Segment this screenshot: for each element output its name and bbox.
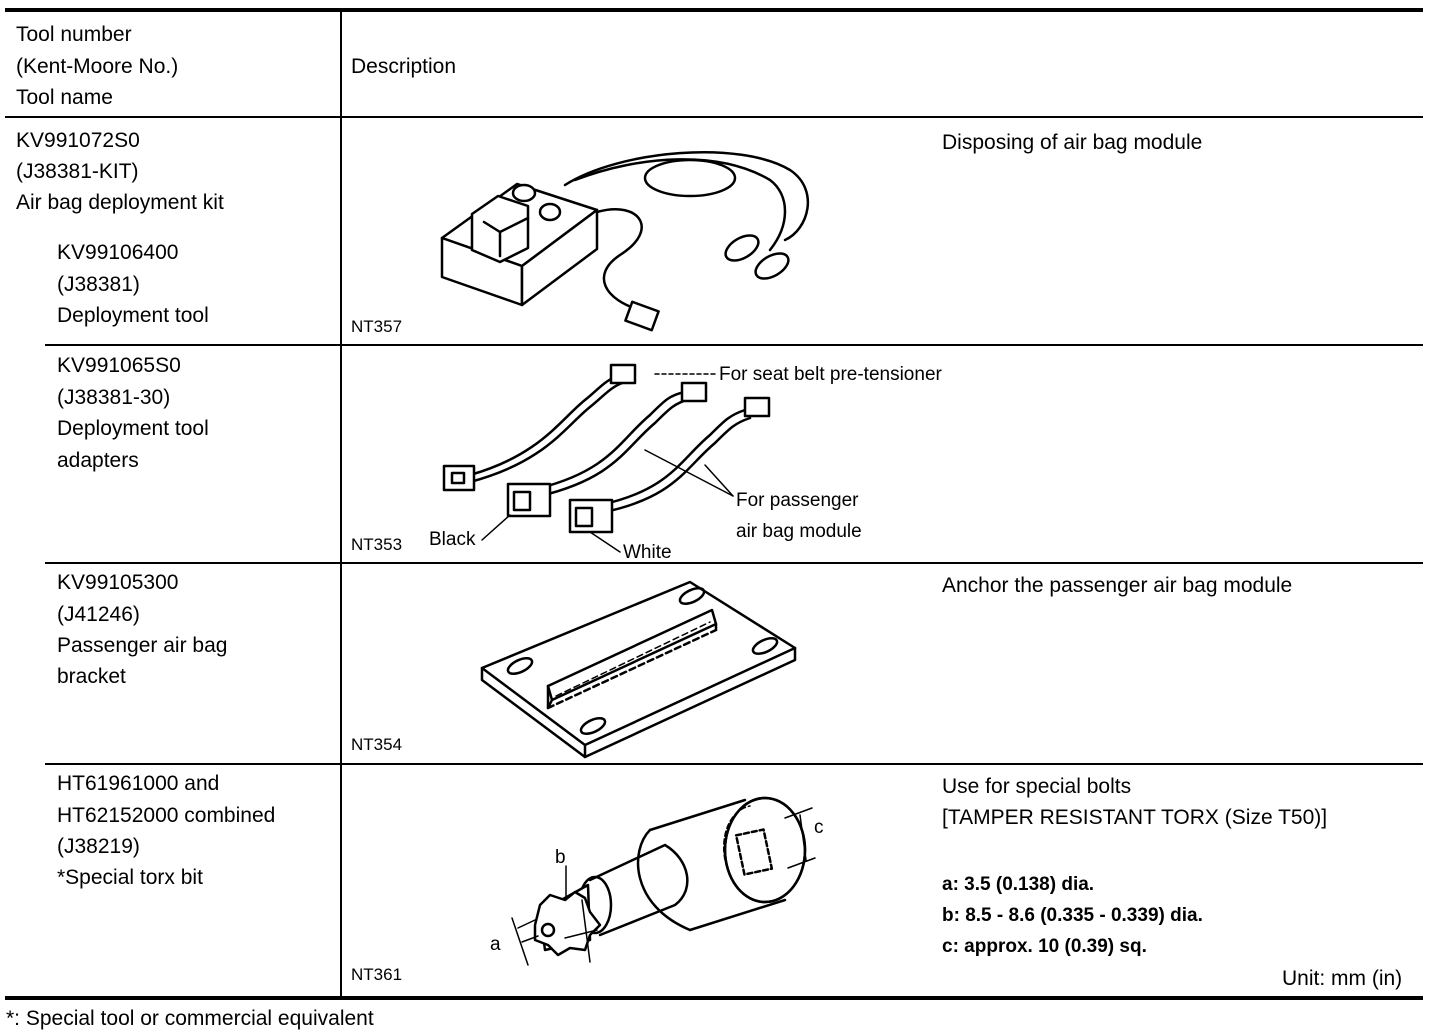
dim-label-c: c (814, 817, 824, 838)
tool-name: *Special torx bit (57, 866, 203, 889)
callout-passenger-2: air bag module (736, 521, 862, 542)
tool-number-cont: HT62152000 combined (57, 804, 276, 827)
unit-note: Unit: mm (in) (1282, 967, 1403, 990)
tool-number: HT61961000 and (57, 772, 220, 795)
spec-b: b: 8.5 - 8.6 (0.335 - 0.339) dia. (942, 905, 1203, 926)
description-text: Disposing of air bag module (942, 131, 1203, 154)
header-tool-number: Tool number (16, 23, 132, 46)
figure-code: NT354 (351, 735, 403, 754)
tool-name: Deployment tool (57, 417, 209, 440)
footnote: *: Special tool or commercial equivalent (6, 1007, 374, 1030)
subtool-name: Deployment tool (57, 304, 209, 327)
kent-moore-number: (J41246) (57, 603, 140, 626)
row2-bottom-rule (45, 562, 1423, 564)
spec-a: a: 3.5 (0.138) dia. (942, 874, 1095, 895)
header-tool-name: Tool name (16, 86, 113, 109)
description-text: Anchor the passenger air bag module (942, 574, 1293, 597)
kent-moore-number: (J38219) (57, 835, 140, 858)
callout-white: White (623, 542, 672, 563)
kent-moore-number: (J38381-KIT) (16, 160, 139, 183)
figure-code: NT357 (351, 317, 403, 336)
column-divider (340, 8, 342, 1000)
header-description: Description (351, 55, 457, 78)
spec-c: c: approx. 10 (0.39) sq. (942, 936, 1147, 957)
kent-moore-number: (J38381-30) (57, 386, 171, 409)
dim-label-a: a (490, 934, 501, 955)
tool-number: KV991065S0 (57, 354, 181, 377)
tool-number: KV991072S0 (16, 129, 140, 152)
header-bottom-rule (5, 116, 1423, 118)
tool-name-cont: bracket (57, 665, 126, 688)
description-text: Use for special bolts (942, 775, 1132, 798)
description-text-2: [TAMPER RESISTANT TORX (Size T50)] (942, 806, 1328, 829)
figure-code: NT353 (351, 535, 403, 554)
callout-seat-belt: For seat belt pre-tensioner (719, 364, 942, 385)
tool-name: Passenger air bag (57, 634, 228, 657)
tool-name-cont: adapters (57, 449, 139, 472)
tool-number: KV99105300 (57, 571, 179, 594)
table-top-border (5, 8, 1423, 12)
row1-bottom-rule (45, 344, 1423, 346)
tool-name: Air bag deployment kit (16, 191, 224, 214)
callout-black: Black (429, 529, 476, 550)
callout-passenger-1: For passenger (736, 490, 859, 511)
header-kent-moore: (Kent-Moore No.) (16, 55, 179, 78)
subtool-kent-moore: (J38381) (57, 273, 140, 296)
dim-label-b: b (555, 847, 566, 868)
table-bottom-border (5, 996, 1423, 1000)
row3-bottom-rule (45, 763, 1423, 765)
subtool-number: KV99106400 (57, 241, 179, 264)
figure-code: NT361 (351, 965, 403, 984)
